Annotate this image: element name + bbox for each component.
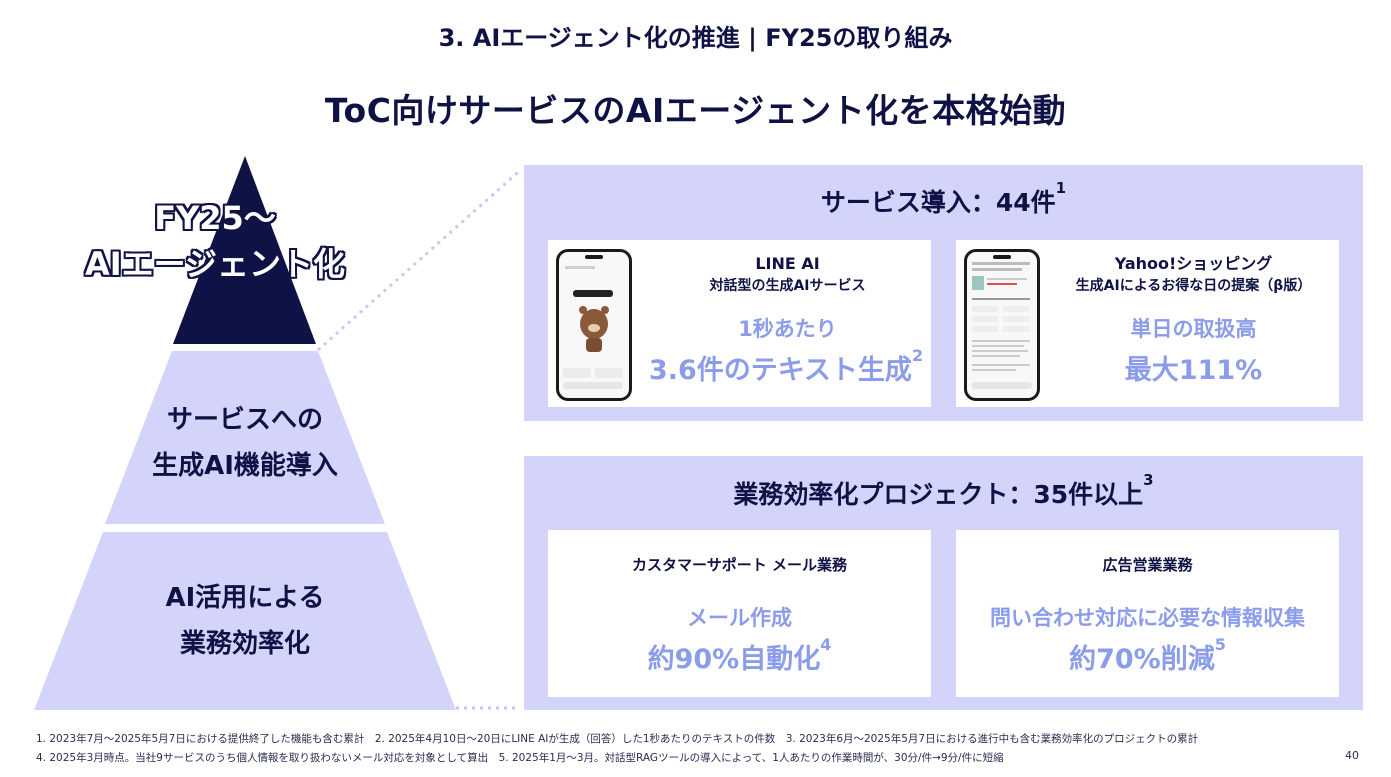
footnote-line-2: 4. 2025年3月時点。当社9サービスのうち個人情報を取り扱わないメール対応を… [36, 752, 1004, 764]
ad-sales-metric-label: 問い合わせ対応に必要な情報収集 [990, 606, 1305, 630]
ad-sales-card: 広告営業業務 問い合わせ対応に必要な情報収集 約70%削減5 [956, 530, 1339, 697]
line-ai-card-title: LINE AI 対話型の生成AIサービス [644, 252, 931, 298]
pyramid-bottom-label-line1: AI活用による [165, 583, 325, 613]
yahoo-title-line1: Yahoo!ショッピング [1114, 254, 1273, 273]
pyramid-middle-label-line1: サービスへの [166, 405, 323, 435]
line-ai-title-line1: LINE AI [755, 254, 820, 273]
yahoo-title-line2: 生成AIによるお得な日の提案（β版） [1075, 278, 1312, 294]
footnote-line-1: 1. 2023年7月～2025年5月7日における提供終了した機能も含む累計 2.… [36, 733, 1199, 745]
line-ai-phone-screenshot [556, 249, 632, 401]
line-ai-metric-label: 1秒あたり [738, 317, 837, 341]
efficiency-panel: 業務効率化プロジェクト：35件以上3 カスタマーサポート メール業務 メール作成… [524, 456, 1363, 710]
ad-sales-metric-value-text: 約70%削減 [1069, 644, 1215, 675]
customer-support-metric-note: 4 [820, 635, 832, 654]
line-ai-title-line2: 対話型の生成AIサービス [709, 278, 866, 294]
pyramid-bottom-label: AI活用による 業務効率化 [100, 575, 390, 667]
yahoo-metric-label: 単日の取扱高 [1130, 317, 1257, 341]
yahoo-card-title: Yahoo!ショッピング 生成AIによるお得な日の提案（β版） [1048, 252, 1339, 298]
pyramid-middle-label: サービスへの 生成AI機能導入 [100, 397, 390, 489]
services-panel-heading: サービス導入：44件1 [524, 179, 1363, 219]
pyramid-diagram [34, 156, 520, 710]
pyramid-top-label-line1: FY25〜 [154, 199, 276, 237]
line-ai-metric-value-text: 3.6件のテキスト生成 [648, 355, 912, 386]
services-heading-note: 1 [1055, 179, 1067, 197]
efficiency-heading-note: 3 [1143, 471, 1154, 489]
customer-support-card: カスタマーサポート メール業務 メール作成 約90%自動化4 [548, 530, 931, 697]
yahoo-shopping-phone-screenshot [964, 249, 1040, 401]
pyramid-top-tier [173, 156, 316, 344]
pyramid-top-label: FY25〜 AIエージェント化 [70, 195, 360, 287]
yahoo-shopping-card: Yahoo!ショッピング 生成AIによるお得な日の提案（β版） 単日の取扱高 最… [956, 240, 1339, 407]
customer-support-metric-label: メール作成 [687, 606, 792, 630]
page-number: 40 [1345, 749, 1359, 762]
services-panel: サービス導入：44件1 LINE AI 対話型の生成AIサービス 1秒あたり [524, 165, 1363, 421]
efficiency-panel-heading: 業務効率化プロジェクト：35件以上3 [524, 471, 1363, 511]
page-title: ToC向けサービスのAIエージェント化を本格始動 [324, 91, 1067, 130]
ad-sales-metric-note: 5 [1214, 635, 1226, 654]
pyramid-middle-label-line2: 生成AI機能導入 [152, 451, 338, 481]
connector-dotted-line-upper [317, 168, 520, 352]
ad-sales-metric-value: 約70%削減5 [956, 635, 1339, 676]
pyramid-middle-tier [105, 351, 385, 524]
ad-sales-card-title: 広告営業業務 [1102, 556, 1193, 574]
services-heading-text: サービス導入：44件 [820, 188, 1056, 217]
customer-support-metric-value: 約90%自動化4 [548, 635, 931, 676]
yahoo-metric-value: 最大111% [1048, 348, 1339, 387]
line-ai-metric-value: 3.6件のテキスト生成2 [636, 346, 936, 387]
yahoo-metric-value-text: 最大111% [1124, 355, 1263, 386]
pyramid-top-label-line2: AIエージェント化 [84, 245, 346, 283]
customer-support-card-title: カスタマーサポート メール業務 [632, 556, 847, 574]
section-title: 3. AIエージェント化の推進 | FY25の取り組み [438, 24, 953, 52]
line-ai-card: LINE AI 対話型の生成AIサービス 1秒あたり 3.6件のテキスト生成2 [548, 240, 931, 407]
customer-support-metric-value-text: 約90%自動化 [647, 644, 821, 675]
efficiency-heading-text: 業務効率化プロジェクト：35件以上 [733, 480, 1144, 509]
pyramid-bottom-label-line2: 業務効率化 [179, 629, 310, 659]
line-ai-metric-note: 2 [911, 346, 924, 365]
pyramid-bottom-tier [34, 532, 456, 710]
